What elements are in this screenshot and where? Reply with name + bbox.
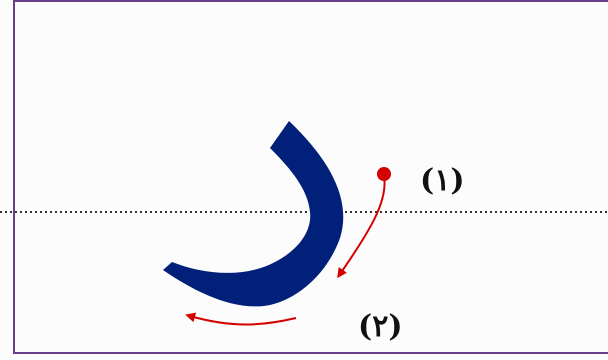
stroke-2-arrow — [185, 312, 297, 326]
stroke-start-dot — [377, 167, 391, 181]
arabic-letter-dal-icon — [163, 121, 344, 307]
diagram-frame — [13, 0, 608, 354]
step-2-label: (٢) — [358, 309, 403, 344]
stroke-1-arrow — [337, 175, 386, 279]
step-1-label: (١) — [420, 163, 465, 198]
